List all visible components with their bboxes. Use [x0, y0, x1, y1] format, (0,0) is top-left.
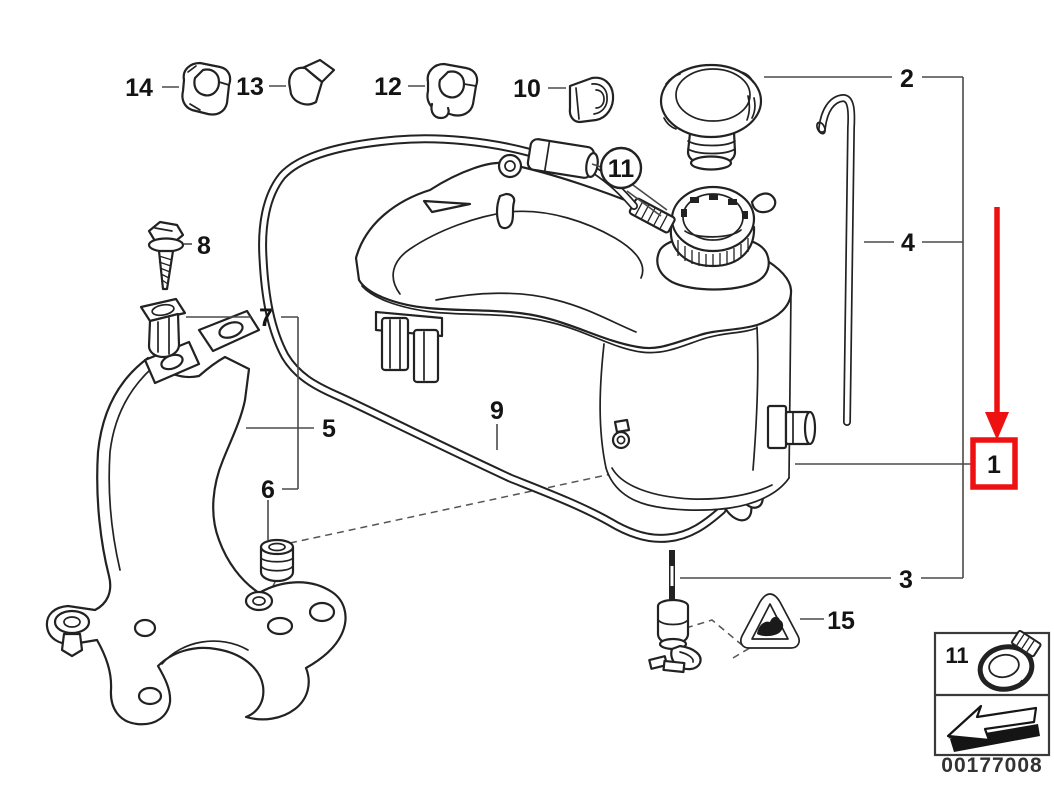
- clip-14-drawing: [181, 61, 232, 116]
- callout-13[interactable]: 13: [236, 73, 264, 101]
- callout-7[interactable]: 7: [259, 304, 273, 332]
- diagram-part-number: 00177008: [941, 754, 1042, 777]
- highlight-box-callout-1[interactable]: 1: [970, 437, 1018, 490]
- callout-5[interactable]: 5: [322, 415, 336, 443]
- grommet-drawing: [259, 538, 295, 583]
- top-hose-drawing: [526, 138, 634, 206]
- callout-4[interactable]: 4: [901, 229, 915, 257]
- leader-lines: [162, 76, 973, 620]
- highlight-marker: [985, 207, 1009, 440]
- warning-triangle-drawing: [739, 593, 801, 649]
- vent-hose-drawing: [816, 98, 851, 422]
- filler-neck-drawing: [628, 185, 777, 291]
- clip-13-drawing: [288, 58, 336, 106]
- highlight-arrowhead: [985, 412, 1009, 440]
- installation-direction-arrow-icon: [946, 704, 1040, 752]
- balloon-callout-11[interactable]: 11: [599, 146, 643, 190]
- callout-labels: 14 13 12 10 2 4 3 15 5 6 7 8 9: [125, 65, 915, 635]
- callout-2[interactable]: 2: [900, 65, 914, 93]
- callout-8[interactable]: 8: [197, 232, 211, 260]
- legend-box: 11: [933, 629, 1051, 757]
- tank-upper-shell-drawing: [354, 153, 817, 450]
- callout-15[interactable]: 15: [827, 607, 855, 635]
- bracket-drawing: [45, 309, 347, 726]
- expansion-nut-drawing: [139, 297, 187, 359]
- callout-14[interactable]: 14: [125, 74, 153, 102]
- clip-12-drawing: [426, 62, 479, 120]
- screw-drawing: [147, 220, 185, 291]
- callout-1: 1: [987, 451, 1001, 479]
- callout-9[interactable]: 9: [490, 397, 504, 425]
- hose-clamp-icon: [977, 629, 1042, 692]
- filler-cap-drawing: [659, 63, 763, 171]
- callout-3[interactable]: 3: [899, 566, 913, 594]
- balloon-11-label: 11: [608, 155, 635, 183]
- callout-12[interactable]: 12: [374, 73, 402, 101]
- tank-lower-body-drawing: [599, 290, 792, 511]
- legend-item-number: 11: [945, 643, 968, 668]
- callout-6[interactable]: 6: [261, 476, 275, 504]
- callout-10[interactable]: 10: [513, 75, 541, 103]
- clip-10-drawing: [568, 76, 615, 124]
- level-sensor-drawing: [648, 550, 702, 674]
